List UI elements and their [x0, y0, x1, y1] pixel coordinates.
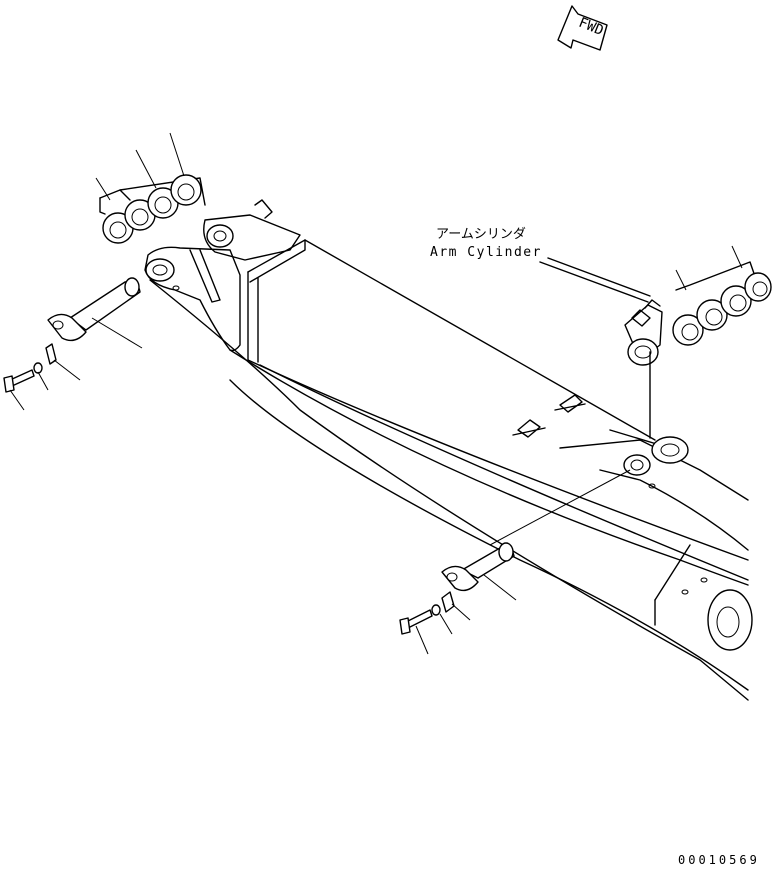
arm-cylinder: [539, 257, 663, 439]
left-shim-stack: [99, 174, 206, 244]
right-shim-stack: [672, 261, 772, 346]
pin-leader: [91, 317, 143, 349]
arm-cylinder-label-jp: アームシリンダ: [436, 227, 526, 242]
arm-left-bracket: [144, 199, 301, 352]
clip-bracket: [512, 419, 546, 438]
left-pin: [47, 277, 141, 342]
arm-cylinder-label: Arm Cylinder: [430, 245, 542, 260]
right-lock-parts: [399, 591, 455, 635]
drawing-number: 00010569: [678, 853, 760, 867]
fwd-label: FWD: [576, 15, 605, 39]
right-pin: [441, 542, 515, 592]
arm-right-bracket: [559, 429, 753, 651]
clip-bracket: [554, 394, 586, 413]
fwd-arrow-icon: FWD: [557, 5, 608, 51]
left-lock-parts: [3, 343, 57, 393]
